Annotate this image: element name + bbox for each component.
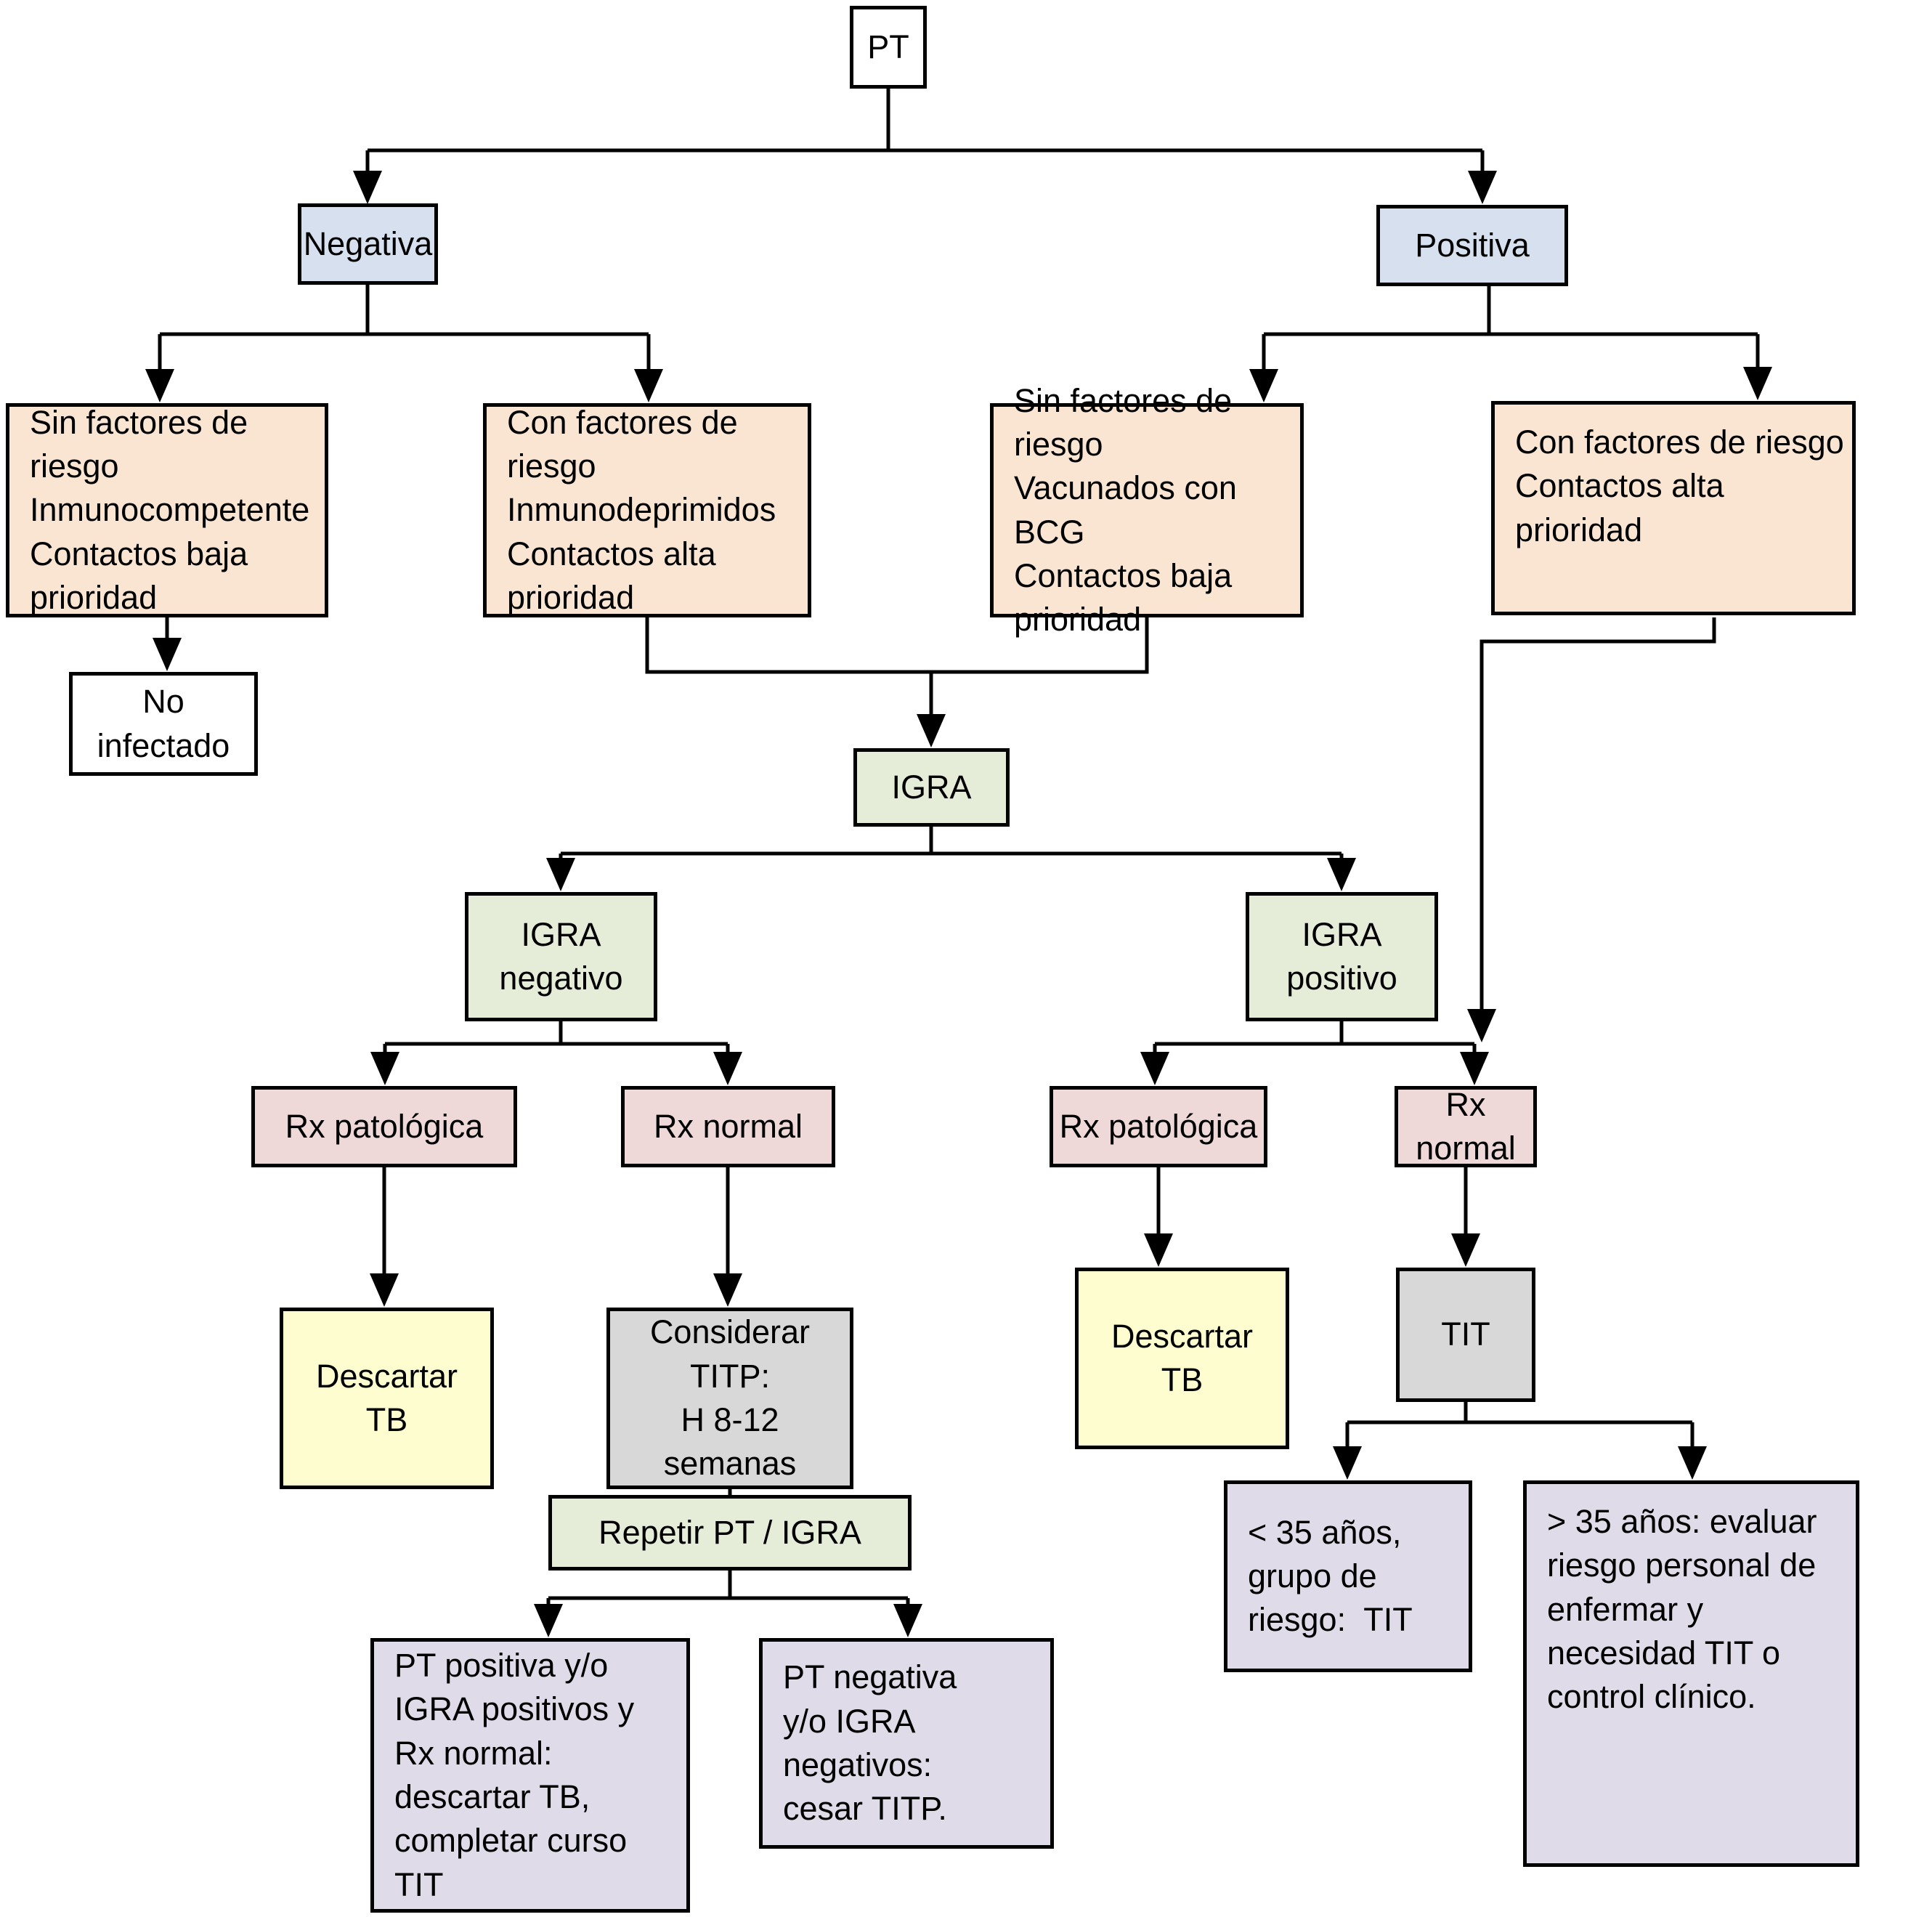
node-rx-normal-izq: Rx normal	[621, 1086, 835, 1167]
node-rx-normal-der: Rx normal	[1395, 1086, 1537, 1167]
node-pos-sin-factores: Sin factores de riesgo Vacunados con BCG…	[990, 382, 1304, 638]
node-resultado-positivo: PT positiva y/o IGRA positivos y Rx norm…	[370, 1638, 690, 1913]
node-negativa: Negativa	[298, 203, 438, 285]
node-pos-con-factores: Con factores de riesgo Contactos alta pr…	[1491, 401, 1856, 615]
node-igra-positivo: IGRA positivo	[1246, 892, 1438, 1021]
node-descartar-tb-der: Descartar TB	[1075, 1268, 1289, 1449]
node-considerar-titp: Considerar TITP: H 8-12 semanas	[606, 1308, 853, 1489]
arrow-connector	[1467, 617, 1716, 1042]
node-mayor-35: > 35 años: evaluar riesgo personal de en…	[1523, 1480, 1859, 1867]
node-descartar-tb-izq: Descartar TB	[280, 1308, 494, 1489]
node-repetir-pt-igra: Repetir PT / IGRA	[548, 1495, 912, 1571]
connector	[645, 617, 1149, 674]
arrow-connectors	[145, 150, 1772, 1637]
node-tit: TIT	[1396, 1268, 1535, 1402]
node-neg-sin-factores: Sin factores de riesgo Inmunocompetente …	[6, 403, 328, 617]
plain-connectors	[160, 89, 1758, 1600]
node-rx-patologica-der: Rx patológica	[1050, 1086, 1267, 1167]
node-resultado-negativo: PT negativa y/o IGRA negativos: cesar TI…	[759, 1638, 1054, 1849]
node-pt: PT	[850, 6, 927, 89]
node-positiva: Positiva	[1376, 205, 1568, 286]
node-neg-con-factores: Con factores de riesgo Inmunodeprimidos …	[483, 403, 811, 617]
node-igra-negativo: IGRA negativo	[465, 892, 657, 1021]
node-no-infectado: No infectado	[69, 672, 258, 776]
node-igra: IGRA	[853, 748, 1010, 827]
node-menor-35: < 35 años, grupo de riesgo: TIT	[1224, 1480, 1472, 1672]
node-rx-patologica-izq: Rx patológica	[251, 1086, 517, 1167]
